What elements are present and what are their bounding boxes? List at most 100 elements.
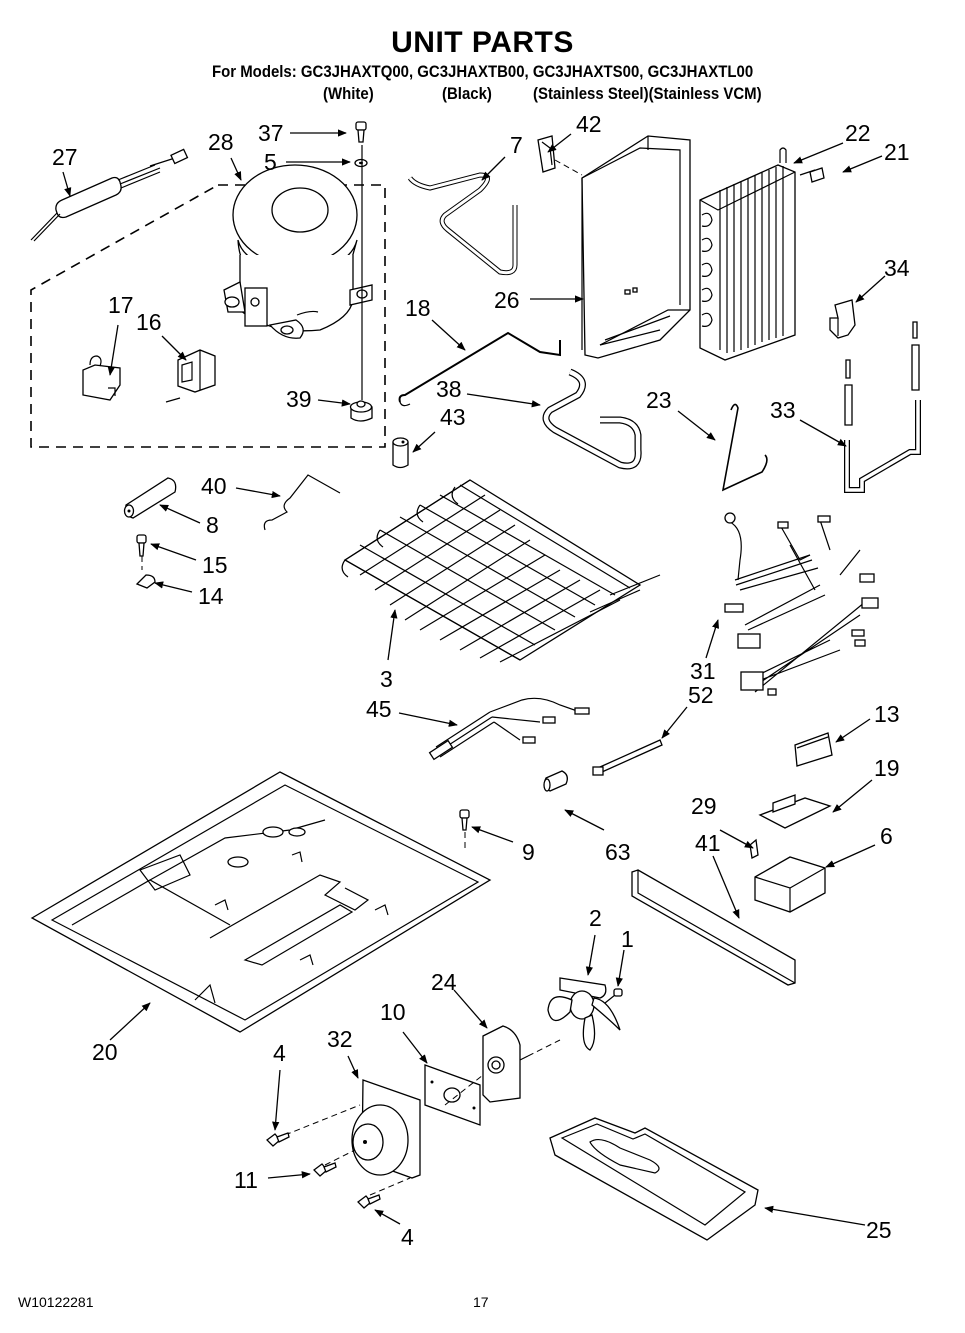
clamp-part[interactable] xyxy=(135,574,156,589)
arrow-15 xyxy=(150,543,197,561)
callout-8: 8 xyxy=(206,512,219,538)
cable-tie-part[interactable] xyxy=(592,739,663,776)
arrow-39 xyxy=(317,399,351,407)
arrow-42 xyxy=(547,133,572,153)
tube-assembly-part[interactable] xyxy=(844,321,921,493)
callout-27: 27 xyxy=(52,144,78,170)
motor-bracket-part[interactable] xyxy=(424,1064,481,1126)
arrow-23 xyxy=(677,410,716,441)
control-board-part[interactable] xyxy=(794,732,833,767)
arrow-1 xyxy=(615,949,625,987)
screw-part-4a[interactable] xyxy=(266,1132,290,1147)
evaporator-part[interactable] xyxy=(341,479,661,663)
callout-5: 5 xyxy=(264,149,277,175)
wiring-harness-part[interactable] xyxy=(724,512,879,696)
grommet-part-39[interactable] xyxy=(349,400,373,422)
page-title: UNIT PARTS xyxy=(391,26,574,59)
cover-box-part[interactable] xyxy=(754,856,826,913)
screw-part-4b[interactable] xyxy=(357,1194,381,1209)
arrow-31 xyxy=(705,619,720,659)
callout-22: 22 xyxy=(845,120,871,146)
callout-14: 14 xyxy=(198,583,224,609)
condenser-part[interactable] xyxy=(699,147,796,361)
screw-part-9[interactable] xyxy=(459,809,470,848)
page-number: 17 xyxy=(473,1294,489,1310)
fan-shroud-part[interactable] xyxy=(351,1079,421,1179)
overload-part[interactable] xyxy=(82,355,121,401)
arrow-4a xyxy=(272,1069,281,1131)
arrow-41 xyxy=(712,855,740,919)
callout-labels: 27 28 37 5 17 16 39 7 42 22 21 34 26 18 … xyxy=(52,111,910,1250)
filter-part[interactable] xyxy=(543,770,568,792)
callout-17: 17 xyxy=(108,292,134,318)
callout-20: 20 xyxy=(92,1039,118,1065)
callout-23: 23 xyxy=(646,387,672,413)
arrow-3 xyxy=(387,609,398,661)
callout-24: 24 xyxy=(431,969,457,995)
callout-18: 18 xyxy=(405,295,431,321)
callout-38: 38 xyxy=(436,376,462,402)
arrow-33 xyxy=(799,419,847,447)
discharge-tube-part[interactable] xyxy=(407,172,518,276)
compressor-part[interactable] xyxy=(223,164,373,339)
sleeve-part[interactable] xyxy=(123,477,177,519)
arrow-7 xyxy=(481,156,506,181)
callout-3: 3 xyxy=(380,666,393,692)
arrow-40 xyxy=(235,487,281,499)
arrow-4b xyxy=(374,1209,401,1225)
document-number: W10122281 xyxy=(18,1294,94,1310)
callout-63: 63 xyxy=(605,839,631,865)
callout-43: 43 xyxy=(440,404,466,430)
screw-part-11[interactable] xyxy=(313,1162,337,1177)
condenser-shroud-part[interactable] xyxy=(581,135,691,359)
thermistor-part[interactable] xyxy=(749,838,759,859)
callout-31: 31 xyxy=(690,658,716,684)
callout-7: 7 xyxy=(510,132,523,158)
arrow-21 xyxy=(842,155,883,173)
callout-40: 40 xyxy=(201,473,227,499)
arrow-13 xyxy=(835,718,871,743)
arrow-24 xyxy=(453,989,488,1029)
washer-part-5[interactable] xyxy=(354,158,368,168)
tube-clip-part-34[interactable] xyxy=(829,299,856,339)
arrow-52 xyxy=(661,706,688,739)
arrow-43 xyxy=(412,431,436,453)
arrow-20 xyxy=(109,1002,151,1041)
main-board-part[interactable] xyxy=(758,794,832,829)
capacitor-part[interactable] xyxy=(392,437,409,469)
arrow-6 xyxy=(825,844,876,868)
drier-part[interactable] xyxy=(30,148,189,242)
arrow-14 xyxy=(154,581,193,593)
screw-part-37[interactable] xyxy=(355,121,367,143)
evaporator-harness-part[interactable] xyxy=(428,697,590,761)
callout-26: 26 xyxy=(494,287,520,313)
hanger-part[interactable] xyxy=(721,403,768,492)
suction-tube-part[interactable] xyxy=(542,368,642,470)
callout-10: 10 xyxy=(380,999,406,1025)
screw-part-21[interactable] xyxy=(799,167,825,183)
tube-bracket-part[interactable] xyxy=(398,331,561,407)
callout-16: 16 xyxy=(136,309,162,335)
relay-part[interactable] xyxy=(165,349,216,403)
compressor-group-outline xyxy=(30,184,386,448)
fan-blade-part[interactable] xyxy=(547,977,623,1051)
arrow-45 xyxy=(398,712,458,727)
screw-part-15[interactable] xyxy=(136,534,147,570)
callout-2: 2 xyxy=(589,905,602,931)
arrow-11 xyxy=(267,1171,311,1179)
arrow-2 xyxy=(585,934,596,976)
arrow-22 xyxy=(793,142,844,164)
callout-25: 25 xyxy=(866,1217,892,1243)
seal-strip-part[interactable] xyxy=(631,869,796,986)
arrow-38 xyxy=(466,393,541,408)
model-variants: (White) (Black) (Stainless Steel)(Stainl… xyxy=(0,84,965,106)
base-pan-part[interactable] xyxy=(30,771,492,1033)
drain-pan-part[interactable] xyxy=(549,1117,759,1241)
arrow-63 xyxy=(564,809,605,831)
fan-motor-part[interactable] xyxy=(482,1025,561,1103)
wire-part-40[interactable] xyxy=(263,474,341,531)
callout-9: 9 xyxy=(522,839,535,865)
arrow-25 xyxy=(764,1205,866,1226)
callout-42: 42 xyxy=(576,111,602,137)
